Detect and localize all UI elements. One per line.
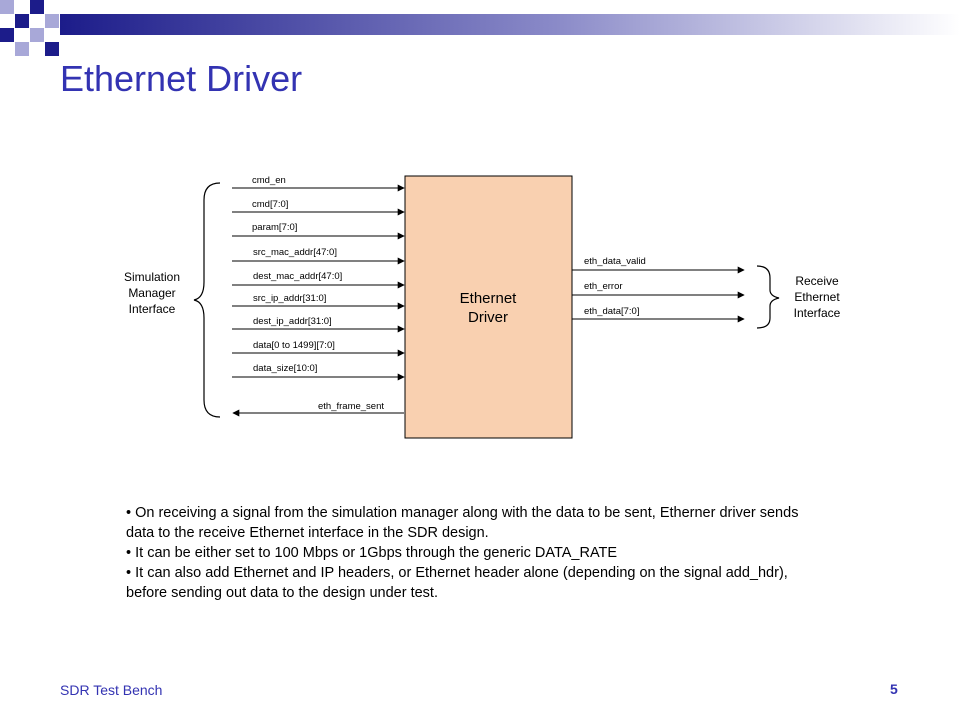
page-number: 5	[890, 681, 898, 697]
slide-title: Ethernet Driver	[60, 58, 303, 99]
input-label: cmd_en	[252, 175, 286, 186]
left-brace	[193, 182, 221, 418]
input-signals: cmd_en cmd[7:0] param[7:0] src_mac_addr[…	[232, 175, 405, 381]
block-label-line2: Driver	[468, 309, 508, 326]
ethernet-driver-block	[404, 175, 573, 439]
checker-square	[45, 42, 59, 56]
header-gradient-bar	[60, 14, 960, 35]
left-group-line2: Manager	[128, 286, 175, 300]
checker-square	[0, 28, 14, 42]
input-label: data_size[10:0]	[253, 363, 317, 374]
input-label: dest_mac_addr[47:0]	[253, 271, 342, 282]
checker-square	[0, 0, 14, 14]
checker-square	[30, 28, 44, 42]
output-label: eth_error	[584, 281, 623, 292]
input-label: data[0 to 1499][7:0]	[253, 340, 335, 351]
output-label: eth_data_valid	[584, 256, 646, 267]
checker-square	[30, 0, 44, 14]
left-group-line3: Interface	[129, 302, 176, 316]
bullet-item: • It can be either set to 100 Mbps or 1G…	[126, 545, 618, 561]
bullet-item: • On receiving a signal from the simulat…	[126, 505, 799, 541]
right-group-line2: Ethernet	[794, 290, 840, 304]
output-label: eth_data[7:0]	[584, 306, 639, 317]
input-label: dest_ip_addr[31:0]	[253, 316, 332, 327]
header-decoration	[0, 0, 960, 56]
left-group-line1: Simulation	[124, 270, 180, 284]
right-brace	[756, 265, 780, 329]
right-group-line3: Interface	[794, 306, 841, 320]
checker-square	[15, 42, 29, 56]
checker-square	[45, 14, 59, 28]
right-group-line1: Receive	[795, 274, 839, 288]
bullet-item: • It can also add Ethernet and IP header…	[126, 565, 788, 601]
block-label-line1: Ethernet	[460, 290, 518, 307]
input-label: src_mac_addr[47:0]	[253, 247, 337, 258]
bullet-list: • On receiving a signal from the simulat…	[126, 503, 826, 603]
feedback-label: eth_frame_sent	[318, 401, 384, 412]
input-label: src_ip_addr[31:0]	[253, 293, 326, 304]
footer-text: SDR Test Bench	[60, 682, 163, 698]
input-label: cmd[7:0]	[252, 199, 288, 210]
checker-square	[15, 14, 29, 28]
input-label: param[7:0]	[252, 222, 297, 233]
output-signals: eth_data_valid eth_error eth_data[7:0]	[572, 256, 745, 323]
